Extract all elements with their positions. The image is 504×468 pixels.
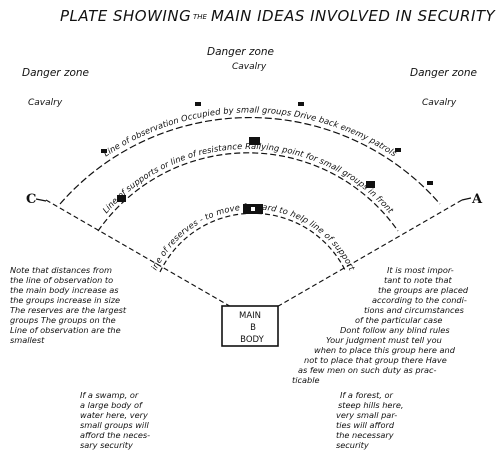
support-group-marker — [366, 181, 375, 188]
main-body-line2: B — [250, 323, 256, 333]
plate-title-part1: PLATE SHOWING — [60, 7, 191, 25]
note-right-line: Dont follow any blind rules — [340, 325, 450, 335]
plate-title-part2: THE — [193, 13, 208, 21]
point-c-label: C — [26, 192, 36, 207]
reserves-arc-label: Line of reserves - to move forward to he… — [0, 0, 357, 273]
note-right-line: as few men on such duty as prac- — [298, 365, 436, 375]
cavalry-center-label: Cavalry — [232, 62, 267, 72]
note-left: Note that distances from the line of obs… — [10, 265, 127, 345]
danger-zone-center-label: Danger zone — [207, 46, 274, 58]
note-right-line: according to the condi- — [372, 295, 467, 305]
line-of-supports-arc — [97, 152, 399, 232]
observation-group-marker — [195, 102, 201, 106]
note-left-line: The reserves are the largest — [10, 305, 127, 315]
note-right-line: the groups are placed — [378, 285, 469, 295]
right-boundary-line — [267, 199, 463, 313]
note-bottom-left-line: afford the neces- — [80, 430, 150, 440]
note-left-line: the line of observation to — [10, 275, 113, 285]
left-boundary-line — [45, 199, 241, 313]
note-bottom-left: If a swamp, or a large body of water her… — [80, 390, 150, 450]
note-left-line: Note that distances from — [10, 265, 112, 275]
note-bottom-left-line: sary security — [80, 440, 133, 450]
cavalry-left-label: Cavalry — [28, 98, 63, 108]
reserve-group-marker-inner — [251, 207, 255, 211]
note-right-line: It is most impor- — [387, 265, 454, 275]
note-bottom-left-line: water here, very — [80, 410, 148, 420]
observation-group-marker — [101, 149, 107, 153]
danger-zone-right-label: Danger zone — [410, 67, 477, 79]
note-bottom-left-line: small groups will — [80, 420, 149, 430]
point-a-tick — [461, 197, 472, 201]
note-right-line: tant to note that — [384, 275, 453, 285]
note-right-line: of the particular case — [355, 315, 442, 325]
note-left-line: Line of observation are the — [10, 325, 121, 335]
note-bottom-right-line: ties will afford — [336, 420, 395, 430]
point-c-tick — [35, 198, 47, 202]
note-bottom-right-line: the necessary — [336, 430, 394, 440]
note-right: It is most impor- tant to note that the … — [292, 265, 469, 385]
observation-group-marker — [395, 148, 401, 152]
note-bottom-left-line: If a swamp, or — [80, 390, 139, 400]
point-a-label: A — [471, 192, 483, 207]
support-group-marker — [117, 195, 126, 202]
cavalry-right-label: Cavalry — [422, 98, 457, 108]
note-left-line: the groups increase in size — [10, 295, 120, 305]
note-bottom-right: If a forest, or steep hills here, very s… — [336, 390, 403, 450]
note-bottom-right-line: security — [336, 440, 369, 450]
note-right-line: Your judgment must tell you — [326, 335, 442, 345]
note-bottom-right-line: very small par- — [336, 410, 397, 420]
main-body-line1: MAIN — [239, 311, 261, 321]
note-right-line: tions and circumstances — [364, 305, 465, 315]
main-body-line3: BODY — [240, 335, 264, 345]
danger-zone-left-label: Danger zone — [22, 67, 89, 79]
note-right-line: not to place that group there Have — [304, 355, 447, 365]
note-left-line: the main body increase as — [10, 285, 119, 295]
support-group-marker — [249, 137, 260, 145]
observation-group-marker — [427, 181, 433, 185]
observation-group-marker — [298, 102, 304, 106]
line-of-observation-arc — [59, 116, 441, 205]
note-bottom-right-line: If a forest, or — [340, 390, 394, 400]
note-left-line: groups The groups on the — [10, 315, 116, 325]
main-body-box — [221, 305, 279, 347]
note-left-line: smallest — [10, 335, 45, 345]
plate-title-part3: MAIN IDEAS INVOLVED IN SECURITY — [211, 7, 497, 25]
note-right-line: when to place this group here and — [314, 345, 456, 355]
note-right-line: ticable — [292, 375, 320, 385]
note-bottom-right-line: steep hills here, — [338, 400, 403, 410]
note-bottom-left-line: a large body of — [80, 400, 143, 410]
